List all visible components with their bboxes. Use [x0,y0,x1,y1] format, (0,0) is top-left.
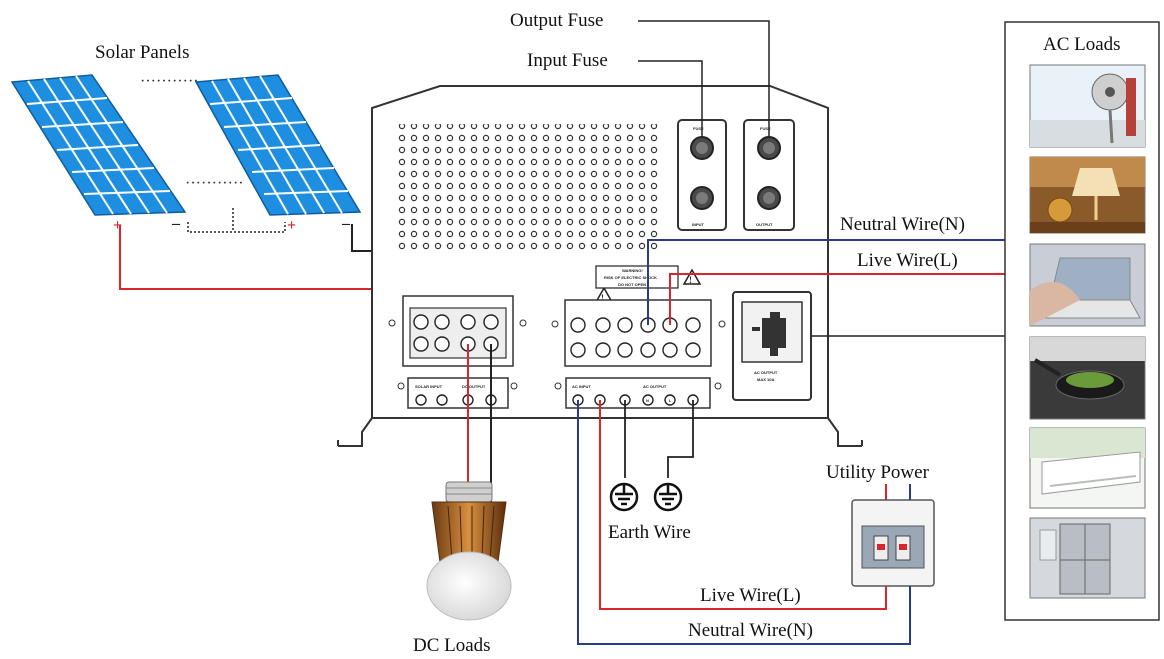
output-fuse-pointer [638,20,770,138]
svg-text:!: ! [689,275,692,285]
minus-sign-right: – [341,215,351,232]
input-fuse-pointer [638,60,703,138]
dc-load-bulb [426,481,512,621]
earth-wire-label: Earth Wire [608,522,691,543]
warning-label: ! WARNING! RISK OF ELECTRIC SHOCK DO NOT… [594,265,702,303]
earth-wire-output [667,400,694,478]
svg-text:FUSE: FUSE [693,126,704,131]
ac-load-induction-cooker [1029,336,1146,420]
output-fuse-holder: FUSE OUTPUT [743,119,795,231]
solar-panels-label: Solar Panels [95,42,189,63]
svg-text:!: ! [601,293,604,303]
ac-loads-panel: AC Loads [1004,21,1160,621]
ac-loads-label: AC Loads [1043,34,1121,55]
ac-load-lamp [1029,156,1146,234]
solar-panels-group: Solar Panels ··········· ··········· [10,42,362,234]
svg-text:SOLAR INPUT: SOLAR INPUT [415,384,443,389]
svg-text:MAX 10A: MAX 10A [757,377,774,382]
series-jumper-wire [187,222,286,233]
solar-panel-left [10,74,187,216]
svg-text:AC INPUT: AC INPUT [572,384,591,389]
svg-text:RISK OF ELECTRIC SHOCK: RISK OF ELECTRIC SHOCK [604,275,657,280]
svg-text:INPUT: INPUT [692,222,705,227]
plus-sign-left: + [113,217,122,234]
svg-text:AC OUTPUT: AC OUTPUT [754,370,778,375]
solar-dc-terminal-block: SOLAR INPUT DC OUTPUT [388,295,527,409]
ac-load-fan [1029,64,1146,148]
svg-text:DO NOT OPEN: DO NOT OPEN [618,282,646,287]
earth-ground-icon [609,482,639,512]
svg-text:OUTPUT: OUTPUT [756,222,773,227]
panel-dots-bottom: ··········· [185,175,244,192]
input-fuse-label: Input Fuse [527,50,608,71]
neutral-wire-output [647,239,1005,325]
svg-text:L: L [669,398,672,403]
utility-breaker-box [851,499,935,587]
minus-sign-left: – [171,215,181,232]
live-wire-top-label: Live Wire(L) [857,250,958,271]
plus-sign-right: + [287,217,296,234]
ac-load-refrigerator [1029,517,1146,599]
neutral-wire-input [577,400,911,645]
live-wire-input [599,400,887,610]
ac-load-laptop [1029,243,1146,327]
ac-terminal-block: AC INPUT AC OUTPUT N L [551,299,726,409]
output-fuse-label: Output Fuse [510,10,603,31]
vent-grille [398,124,660,254]
live-wire-output [669,273,1005,325]
svg-text:AC OUTPUT: AC OUTPUT [643,384,667,389]
neutral-wire-top-label: Neutral Wire(N) [840,214,965,235]
utility-power-label: Utility Power [826,462,930,483]
neutral-wire-bottom-label: Neutral Wire(N) [688,620,813,641]
solar-panel-right [194,74,362,216]
svg-text:FUSE: FUSE [760,126,771,131]
earth-ground-icon [653,482,683,512]
svg-text:N: N [646,398,649,403]
ac-load-air-conditioner [1029,427,1146,509]
svg-text:DC OUTPUT: DC OUTPUT [462,384,486,389]
dc-loads-label: DC Loads [413,635,491,656]
ac-output-socket: AC OUTPUT MAX 10A [732,291,812,401]
inverter-unit: FUSE INPUT FUSE OUTPUT ! WARNING! RISK O… [337,85,863,447]
warning-triangle-icon [682,268,702,285]
live-wire-bottom-label: Live Wire(L) [700,585,801,606]
panel-dots-top: ··········· [140,73,199,90]
svg-text:WARNING!: WARNING! [622,268,643,273]
